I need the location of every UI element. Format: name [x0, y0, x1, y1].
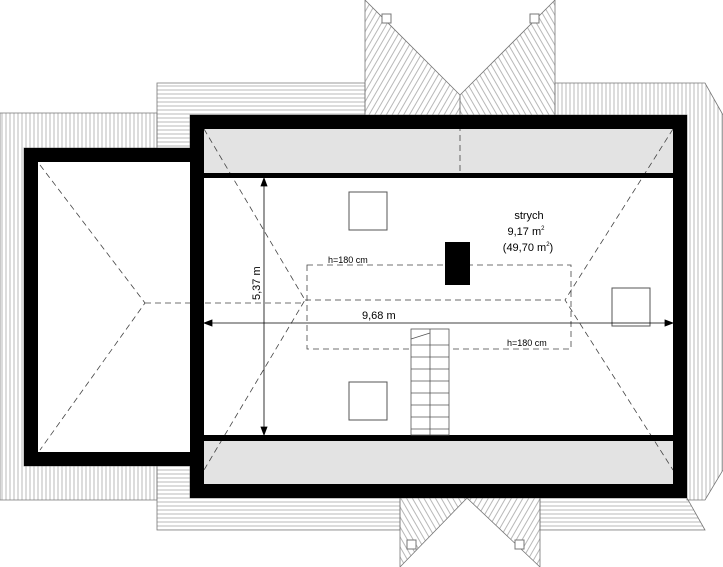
chimney: [445, 242, 470, 285]
roof-gable-bottom: [399, 465, 541, 567]
walls: [24, 115, 687, 498]
low-zone-bottom: [204, 440, 673, 484]
roof-hip-lines: [39, 115, 674, 471]
height-label-bottom: h=180 cm: [507, 338, 547, 348]
room-name: strych: [514, 210, 543, 222]
low-zone-top: [204, 129, 673, 175]
roof-gable-top: [364, 0, 556, 116]
stairs: [410, 328, 450, 436]
room-area-total: (49,70 m2): [503, 242, 553, 254]
dimension-depth: 5,37 m: [251, 266, 263, 300]
dimension-width: 9,68 m: [362, 310, 396, 322]
height-label-top: h=180 cm: [328, 255, 368, 265]
dimension-lines: [202, 176, 675, 437]
room-area: 9,17 m2: [508, 226, 546, 238]
skylights: [348, 191, 651, 421]
